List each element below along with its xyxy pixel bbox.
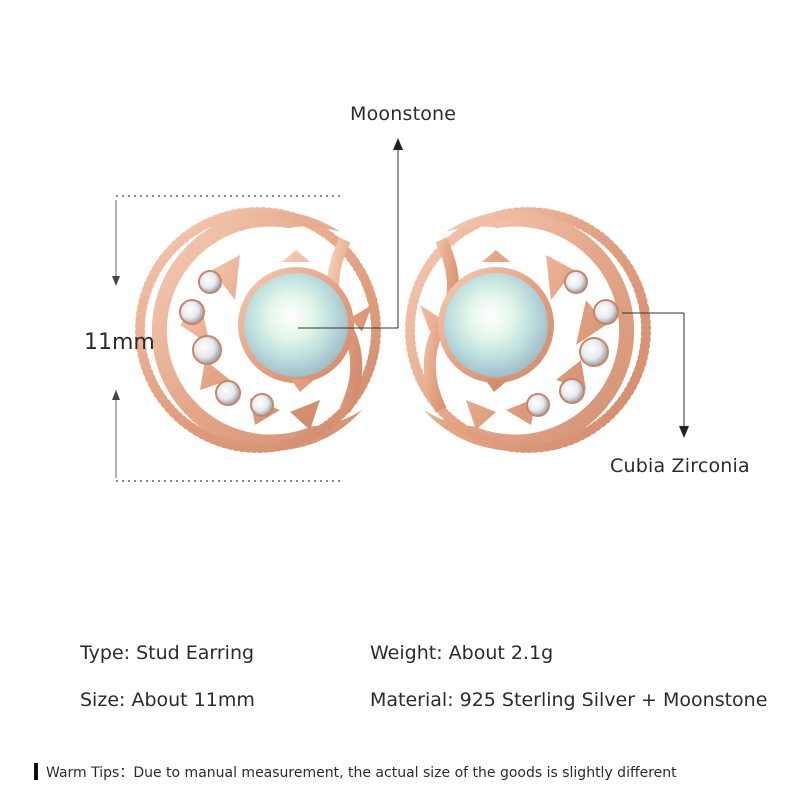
down-arrow-icon [112,276,120,286]
down-arrow-icon [679,426,689,438]
left-earring [135,207,381,453]
zirconia-gem-icon [198,270,222,294]
tips-marker-bar [34,763,38,780]
zirconia-gem-icon [179,299,205,325]
zirconia-gem-icon [593,299,619,325]
size-dimension-label: 11mm [84,330,155,355]
zirconia-gem-icon [192,335,222,365]
zirconia-gem-icon [250,393,274,417]
spec-size: Size: About 11mm [80,689,255,711]
zirconia-gem-icon [579,337,609,367]
moonstone-icon [244,273,348,377]
dimension-guides [112,195,340,482]
zirconia-gem-icon [215,380,241,406]
warm-tips: Warm Tips：Due to manual measurement, the… [46,762,677,782]
spec-type: Type: Stud Earring [80,642,255,664]
callout-lines [298,138,689,438]
warm-tips-text: Due to manual measurement, the actual si… [133,765,677,781]
moonstone-icon [444,273,548,377]
spec-material: Material: 925 Sterling Silver + Moonston… [370,689,768,711]
up-arrow-icon [112,390,120,400]
warm-tips-label: Warm Tips： [46,765,134,781]
spec-weight: Weight: About 2.1g [370,642,554,664]
up-arrow-icon [393,138,403,150]
zirconia-gem-icon [559,378,585,404]
moonstone-label: Moonstone [350,103,457,125]
right-earring [405,207,651,453]
zirconia-label: Cubia Zirconia [610,455,750,477]
zirconia-gem-icon [564,270,588,294]
zirconia-gem-icon [526,393,550,417]
